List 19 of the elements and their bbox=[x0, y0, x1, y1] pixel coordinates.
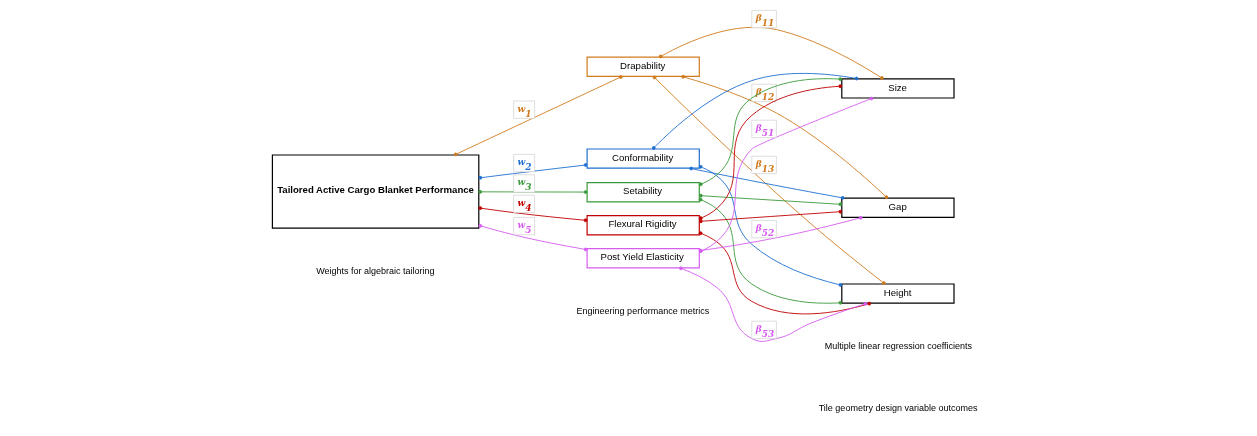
connector bbox=[652, 75, 886, 285]
connector bbox=[478, 223, 588, 252]
connector bbox=[478, 189, 588, 194]
connector bbox=[689, 166, 845, 200]
connector bbox=[698, 209, 843, 224]
label: Tile geometry design variable outcomes bbox=[818, 402, 978, 413]
connector bbox=[478, 163, 588, 180]
connector bbox=[681, 74, 889, 200]
connector bbox=[651, 72, 859, 150]
connector bbox=[478, 206, 588, 223]
label: Weights for algebraic tailoring bbox=[316, 266, 435, 277]
node-box: Flexural Rigidity bbox=[586, 215, 700, 236]
node-box: Setability bbox=[586, 182, 700, 203]
connector bbox=[453, 75, 623, 157]
connector bbox=[698, 77, 843, 187]
connector bbox=[698, 193, 843, 207]
connector bbox=[658, 26, 884, 80]
label: Multiple linear regression coefficients bbox=[824, 341, 973, 352]
label: Engineering performance metrics bbox=[576, 306, 710, 316]
